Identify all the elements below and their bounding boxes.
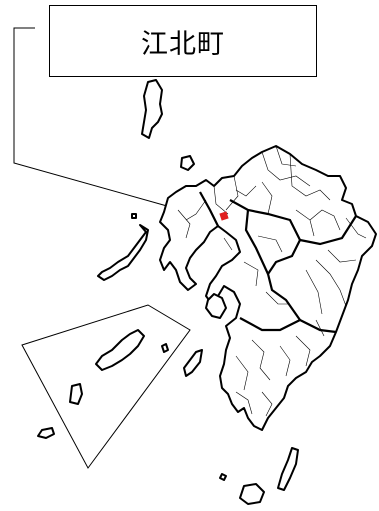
leader-line [13,27,168,207]
kikai-island [161,343,169,353]
goto-small-island [131,213,137,219]
yakushima-island [239,483,265,505]
tokunoshima-island [69,383,83,405]
prefecture-border-5 [199,191,219,227]
prefecture-border-3 [299,215,357,246]
amami-oshima-island [95,329,145,371]
inset-frame [21,304,191,469]
goto-islands [97,224,149,281]
tanegashima-island [277,447,299,491]
amakusa-islands [205,293,227,319]
small-islet-1 [219,473,227,481]
iki-island [180,155,195,171]
prefecture-borders [229,199,302,321]
prefecture-border-4 [239,317,337,334]
koshiki-islands [183,349,203,377]
municipality-name: 江北町 [141,28,225,60]
okinoerabu-island [37,427,55,439]
prefecture-border-2 [244,209,269,275]
municipality-borders [177,145,367,417]
tsushima-island [141,79,163,139]
municipality-label-box: 江北町 [49,5,317,77]
highlighted-municipality [219,211,229,221]
kyushu-mainland [159,145,377,431]
